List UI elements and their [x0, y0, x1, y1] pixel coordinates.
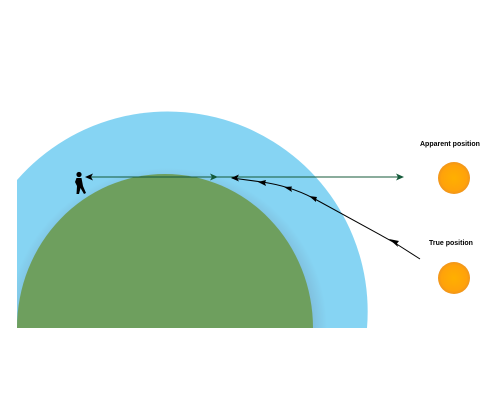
refracted-light-ray — [231, 174, 421, 260]
sun-icon — [438, 162, 470, 194]
apparent-sightline — [85, 173, 404, 181]
ray-arrow-3 — [284, 186, 292, 192]
apparent-position-label: Apparent position — [420, 141, 480, 148]
sightline-arrow-right — [396, 173, 404, 181]
ray-arrow-5 — [231, 174, 239, 182]
sightline-arrow-left — [85, 173, 93, 181]
ray-arrow-4 — [258, 180, 266, 186]
ray-arrow-1 — [389, 239, 399, 247]
earth-surface — [17, 173, 313, 328]
sun-icon — [438, 262, 470, 294]
person-icon — [75, 171, 86, 194]
true-position-label: True position — [429, 240, 473, 247]
sightline-arrow-mid — [210, 173, 218, 181]
ray-arrow-2 — [309, 196, 317, 202]
